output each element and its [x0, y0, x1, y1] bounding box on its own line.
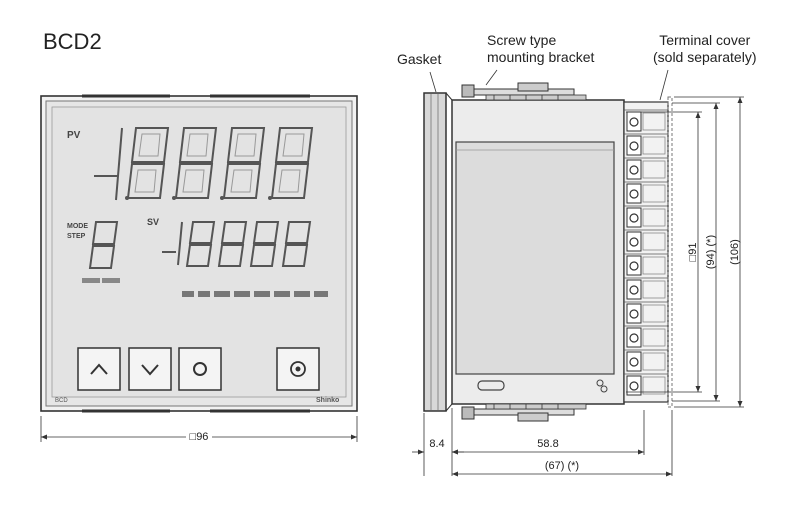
- sv-digit-4: [281, 221, 312, 267]
- gasket-label: Gasket: [397, 51, 442, 67]
- diagram-title: BCD2: [43, 29, 102, 54]
- front-view: PV SV MODE STEP: [40, 94, 358, 443]
- terminal-cover-label: Terminal cover (sold separately): [653, 32, 757, 66]
- pv-display: [94, 127, 314, 201]
- pv-digit-2: [174, 127, 218, 199]
- bottom-mounting-bracket: [461, 403, 587, 422]
- total-depth-value: (67) (*): [545, 460, 579, 472]
- gasket-bezel: [423, 92, 447, 412]
- cover-leader: [659, 69, 669, 101]
- sv-digit-3: [249, 221, 280, 267]
- model-mark: BCD: [55, 398, 68, 404]
- pv-decimal-2: [172, 196, 176, 200]
- chevron-up-icon: [90, 363, 108, 375]
- pv-decimal-1: [125, 196, 129, 200]
- terminal-screw: [624, 277, 668, 300]
- panel-cutout-value: □91: [687, 243, 699, 262]
- pv-label: PV: [67, 130, 81, 141]
- terminal-block: [623, 96, 673, 408]
- mounting-bracket-label: Screw type mounting bracket: [487, 32, 594, 66]
- sv-one-segment: [177, 221, 183, 266]
- body-label-area: [455, 141, 615, 375]
- pv-digit-1: [126, 127, 170, 199]
- terminal-screw: [624, 325, 668, 348]
- pv-digit-3: [222, 127, 266, 199]
- terminal-cover-label-line1: Terminal cover: [659, 32, 751, 48]
- side-view: 8.4 58.8 (67) (*) □91 (94) (*) (106): [412, 69, 744, 477]
- step-label: STEP: [67, 233, 86, 240]
- mounting-bracket-label-line2: mounting bracket: [487, 49, 595, 65]
- down-key-button[interactable]: [128, 347, 172, 391]
- release-slot: [477, 380, 505, 391]
- terminal-screw: [624, 229, 668, 252]
- chevron-down-icon: [141, 364, 159, 376]
- gasket-depth-value: 8.4: [429, 438, 444, 450]
- terminal-screw: [624, 205, 668, 228]
- terminal-screw: [624, 181, 668, 204]
- brand-mark: Shinko: [316, 397, 339, 404]
- mode-key-button[interactable]: [178, 347, 222, 391]
- body-depth-value: 58.8: [537, 438, 558, 450]
- terminal-cover-label-line2: (sold separately): [653, 49, 757, 65]
- step-display: [88, 221, 119, 269]
- pv-decimal-3: [220, 196, 224, 200]
- gasket-leader: [429, 71, 437, 93]
- sv-label: SV: [147, 217, 159, 227]
- mode-indicator: [82, 278, 100, 283]
- circle-icon: [193, 362, 207, 376]
- top-mounting-bracket: [461, 82, 587, 101]
- terminal-screw: [624, 253, 668, 276]
- side-horizontal-dimensions: [412, 408, 673, 477]
- terminal-screw: [624, 133, 668, 156]
- terminal-screw: [624, 157, 668, 180]
- terminal-cover-outline: [667, 96, 673, 408]
- up-key-button[interactable]: [77, 347, 121, 391]
- step-indicator: [102, 278, 120, 283]
- terminal-screw: [624, 301, 668, 324]
- target-icon: [290, 361, 306, 377]
- sv-digit-2: [217, 221, 248, 267]
- pv-digit-4: [270, 127, 314, 199]
- run-key-button[interactable]: [276, 347, 320, 391]
- sv-digit-1: [185, 221, 216, 267]
- front-width-value: □96: [190, 431, 209, 443]
- mode-label: MODE: [67, 223, 88, 230]
- outer-height-value: (106): [729, 239, 741, 265]
- pv-one-segment: [115, 127, 123, 201]
- terminal-screw: [624, 373, 668, 396]
- side-vertical-dimensions: [626, 96, 744, 408]
- inner-height-value: (94) (*): [705, 235, 717, 269]
- pv-decimal-4: [268, 196, 272, 200]
- mounting-bracket-label-line1: Screw type: [487, 32, 557, 48]
- status-lamps: [182, 291, 328, 297]
- bracket-leader: [485, 69, 498, 86]
- sv-display: [162, 221, 312, 267]
- terminal-screw: [624, 349, 668, 372]
